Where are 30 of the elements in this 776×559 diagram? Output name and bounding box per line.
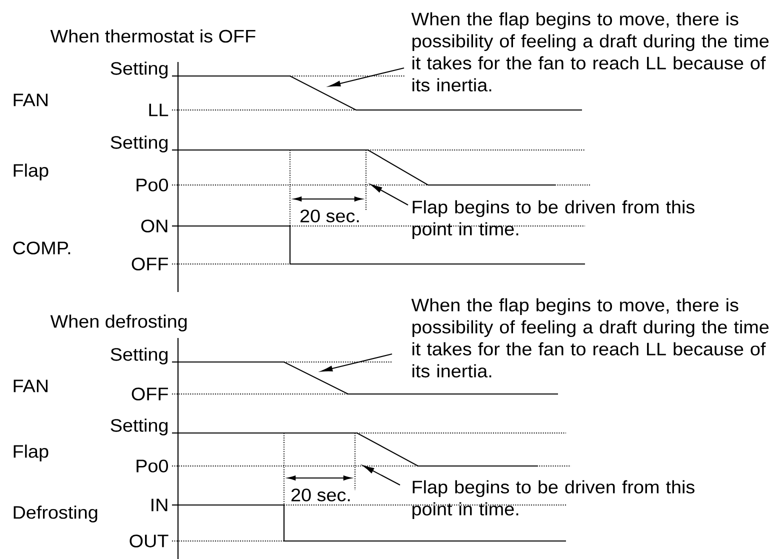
- leader-arrow: [362, 465, 400, 486]
- signal-name: FAN: [14, 380, 48, 392]
- level-label: OFF: [132, 258, 168, 270]
- level-label: Setting: [110, 136, 168, 152]
- callout-text: When the flap begins to move, there is possibility of feeling a draft during the time it takes for the fan to reach LL because of its inertia.: [411, 12, 769, 92]
- level-label: Setting: [110, 418, 168, 436]
- level-label: Po0: [136, 460, 168, 472]
- level-label: LL: [149, 104, 168, 116]
- signal-name: Defrosting: [14, 506, 98, 522]
- level-label: Setting: [110, 348, 168, 364]
- level-label: OFF: [132, 388, 168, 400]
- leader-arrow: [329, 67, 404, 87]
- level-label: Setting: [110, 62, 168, 78]
- chart-title: When thermostat is OFF: [50, 29, 256, 43]
- dimension-label: 20 sec.: [300, 210, 359, 222]
- level-label: OUT: [130, 534, 168, 548]
- callout-text: When the flap begins to move, there is possibility of feeling a draft during the time it takes for the fan to reach LL because of its inertia.: [411, 298, 769, 378]
- signal-name: Flap: [14, 164, 48, 180]
- level-label: IN: [152, 498, 168, 512]
- chart-title: When defrosting: [50, 314, 187, 332]
- dimension-label: 20 sec.: [291, 488, 350, 502]
- leader-arrow: [321, 353, 392, 372]
- callout-text: Flap begins to be driven from this point in time.: [412, 480, 694, 520]
- signal-name: FAN: [14, 94, 48, 106]
- level-label: Po0: [136, 178, 168, 192]
- signal-name: Flap: [14, 444, 48, 462]
- signal-name: COMP.: [13, 242, 70, 254]
- callout-text: Flap begins to be driven from this point in time.: [412, 200, 694, 240]
- leader-arrow: [370, 184, 408, 206]
- level-label: ON: [141, 220, 168, 232]
